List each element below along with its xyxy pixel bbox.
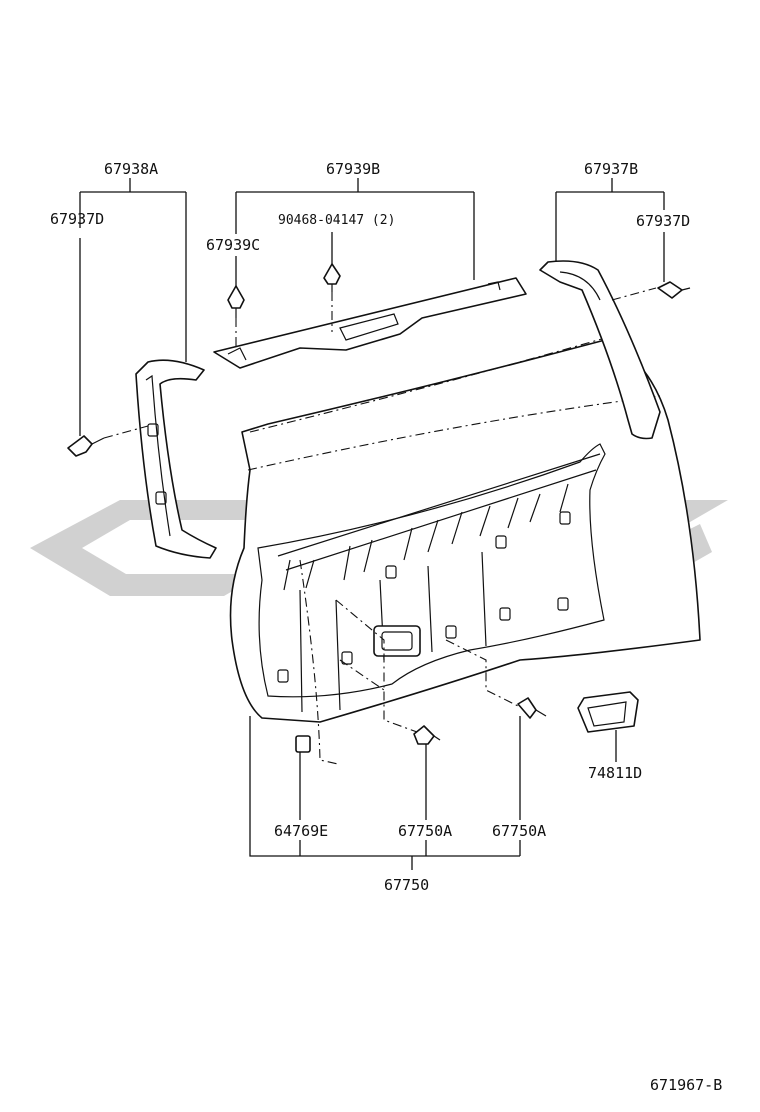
label-bolt-upper: 90468-04147 (2) [278, 213, 395, 228]
retainer-clip-holes [277, 511, 571, 683]
leader-lines [79, 178, 665, 870]
diagram-code: 671967-B [650, 1076, 722, 1094]
back-door-trim-board [229, 337, 701, 765]
label-clip-lower-a: 67750A [398, 822, 452, 840]
clip-lower-b-icon [517, 697, 547, 719]
left-side-trim [135, 359, 217, 559]
bolt-upper-icon [323, 263, 341, 292]
label-board-assy: 67750 [384, 876, 429, 894]
label-trim-right: 67937B [584, 160, 638, 178]
label-clip-right: 67937D [636, 212, 690, 230]
clip-right-icon [657, 281, 691, 299]
right-side-trim [539, 260, 661, 440]
label-clip-upper: 67939C [206, 236, 260, 254]
clip-left-icon [67, 435, 105, 457]
label-cover: 74811D [588, 764, 642, 782]
label-clip-lower-b: 67750A [492, 822, 546, 840]
clip-upper-icon [227, 285, 245, 318]
label-clip-left: 67937D [50, 210, 104, 228]
label-trim-upper: 67939B [326, 160, 380, 178]
label-trim-left: 67938A [104, 160, 158, 178]
nut-icon [295, 735, 311, 753]
cover-icon [577, 691, 639, 733]
label-nut: 64769E [274, 822, 328, 840]
upper-trim-panel [213, 277, 527, 369]
clip-lower-a-icon [413, 725, 441, 745]
